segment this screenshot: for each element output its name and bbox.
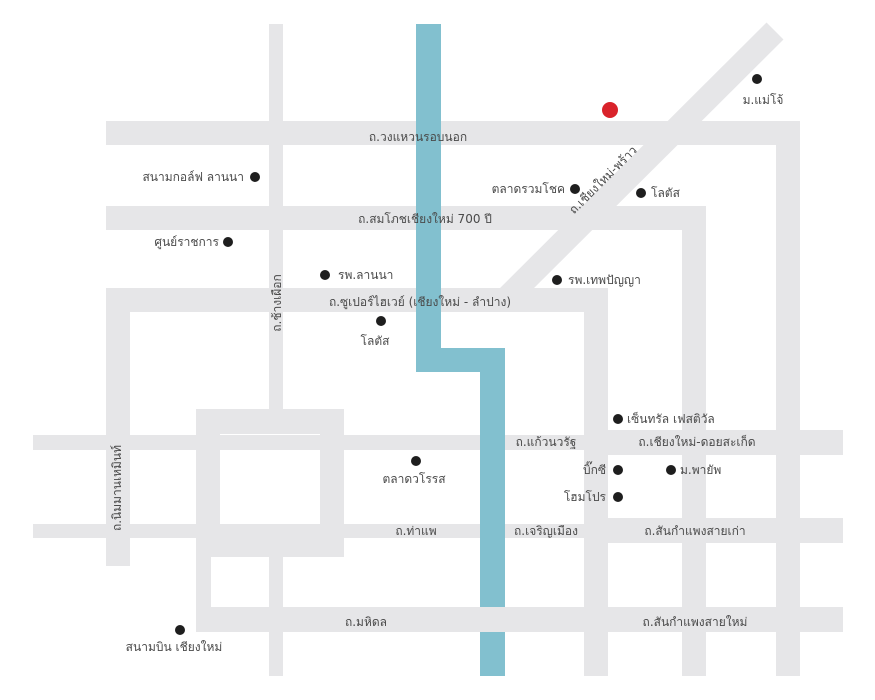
poi-label-central-festival: เซ็นทรัล เฟสติวัล bbox=[627, 412, 715, 426]
road-chang-phueak bbox=[269, 24, 283, 410]
road-mahidol bbox=[196, 607, 843, 632]
road-label-outer-ring: ถ.วงแหวนรอบนอก bbox=[368, 130, 468, 144]
poi-dot-lotus-north[interactable] bbox=[636, 188, 646, 198]
location-marker[interactable] bbox=[602, 102, 618, 118]
poi-label-airport: สนามบิน เชียงใหม่ bbox=[125, 640, 223, 654]
poi-dot-golf[interactable] bbox=[250, 172, 260, 182]
moat-square bbox=[196, 409, 344, 557]
road-label-charoen-mueang: ถ.เจริญเมือง bbox=[514, 524, 578, 538]
poi-dot-thepanya-hospital[interactable] bbox=[552, 275, 562, 285]
road-label-tha-phae: ถ.ท่าแพ bbox=[395, 524, 437, 538]
poi-label-maejo: ม.แม่โจ้ bbox=[742, 93, 784, 107]
road-label-mahidol: ถ.มหิดล bbox=[344, 615, 388, 629]
road-label-nimman: ถ.นิมมานเหมินท์ bbox=[110, 444, 124, 532]
road-phrao bbox=[496, 22, 784, 309]
road-tha-phae bbox=[33, 524, 584, 538]
poi-dot-ruamchok[interactable] bbox=[570, 184, 580, 194]
poi-dot-payap[interactable] bbox=[666, 465, 676, 475]
road-label-chang-phueak: ถ.ช้างเผือก bbox=[270, 274, 284, 332]
poi-label-ruamchok: ตลาดรวมโชค bbox=[491, 182, 565, 196]
poi-dot-lanna-hospital[interactable] bbox=[320, 270, 330, 280]
road-kaeo-nawarat-west bbox=[33, 435, 584, 450]
poi-label-bigc: บิ๊กซี bbox=[582, 463, 606, 477]
road-doi-saket bbox=[584, 430, 843, 455]
road-label-sankamphaeng-old: ถ.สันกำแพงสายเก่า bbox=[644, 524, 746, 538]
poi-label-payap: ม.พายัพ bbox=[680, 463, 722, 477]
poi-dot-central-festival[interactable] bbox=[613, 414, 623, 424]
poi-dot-government-center[interactable] bbox=[223, 237, 233, 247]
poi-label-lotus-north: โลตัส bbox=[651, 186, 680, 200]
poi-dot-airport[interactable] bbox=[175, 625, 185, 635]
poi-dot-homepro[interactable] bbox=[613, 492, 623, 502]
road-label-kaeo-nawarat: ถ.แก้วนวรัฐ bbox=[515, 435, 577, 449]
road-label-superhighway: ถ.ซูเปอร์ไฮเวย์ (เชียงใหม่ - ลำปาง) bbox=[328, 295, 512, 309]
road-label-sankamphaeng-new: ถ.สันกำแพงสายใหม่ bbox=[642, 615, 748, 629]
poi-label-golf: สนามกอล์ฟ ลานนา bbox=[142, 170, 244, 184]
poi-label-warorot: ตลาดวโรรส bbox=[382, 472, 446, 486]
road-outer-ring-east bbox=[776, 121, 800, 676]
poi-label-government-center: ศูนย์ราชการ bbox=[154, 235, 219, 249]
poi-dot-maejo[interactable] bbox=[752, 74, 762, 84]
road-label-somphot: ถ.สมโภชเชียงใหม่ 700 ปี bbox=[358, 212, 492, 226]
road-label-doi-saket: ถ.เชียงใหม่-ดอยสะเก็ด bbox=[638, 435, 756, 449]
poi-dot-warorot[interactable] bbox=[411, 456, 421, 466]
poi-label-lanna-hospital: รพ.ลานนา bbox=[338, 268, 394, 282]
poi-dot-lotus-central[interactable] bbox=[376, 316, 386, 326]
road-superhighway-west bbox=[106, 288, 130, 566]
poi-label-thepanya-hospital: รพ.เทพปัญญา bbox=[568, 273, 641, 287]
poi-label-homepro: โฮมโปร bbox=[563, 490, 606, 504]
poi-label-lotus-central: โลตัส bbox=[360, 334, 390, 348]
road-sankamphaeng-old bbox=[584, 518, 843, 543]
poi-dot-bigc[interactable] bbox=[613, 465, 623, 475]
